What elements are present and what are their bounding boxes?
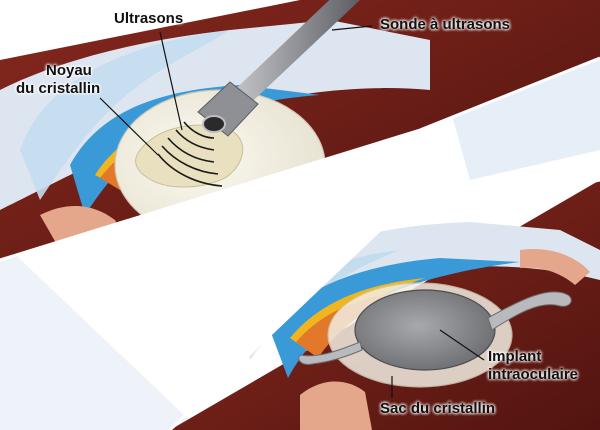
top-lens-nucleus	[135, 124, 244, 188]
bottom-iris-orange	[296, 290, 410, 358]
leader-sonde	[331, 25, 373, 31]
label-implant-line1: Implant	[488, 348, 542, 365]
ultrasound-waves	[157, 121, 223, 187]
leader-noyau	[99, 97, 159, 156]
top-iris-blue	[70, 85, 320, 215]
label-implant-line2: intraoculaire	[488, 366, 579, 383]
intraocular-implant	[354, 289, 496, 371]
sky-bottom-left	[0, 240, 200, 430]
label-noyau-line2: du cristallin	[16, 80, 101, 97]
leader-ultrasons	[159, 31, 183, 131]
label-sac-cristallin: Sac du cristallin	[380, 400, 496, 417]
bottom-ciliary-body	[300, 381, 372, 430]
top-eye-cut-edge	[0, 56, 600, 262]
bottom-iris-blue	[270, 258, 520, 378]
top-cornea	[20, 30, 230, 200]
label-sonde-ultrasons: Sonde à ultrasons	[380, 16, 511, 33]
bottom-ciliary-body-right	[520, 249, 590, 285]
ultrasound-probe	[197, 0, 360, 137]
implant-haptic-left	[298, 341, 363, 365]
bottom-eye-cut-edge	[168, 178, 600, 430]
label-ultrasons: Ultrasons	[114, 10, 184, 27]
leader-lines	[99, 25, 485, 398]
leader-implant	[439, 329, 485, 361]
implant-haptic-right	[487, 291, 572, 331]
label-noyau-line1: Noyau	[46, 62, 92, 79]
